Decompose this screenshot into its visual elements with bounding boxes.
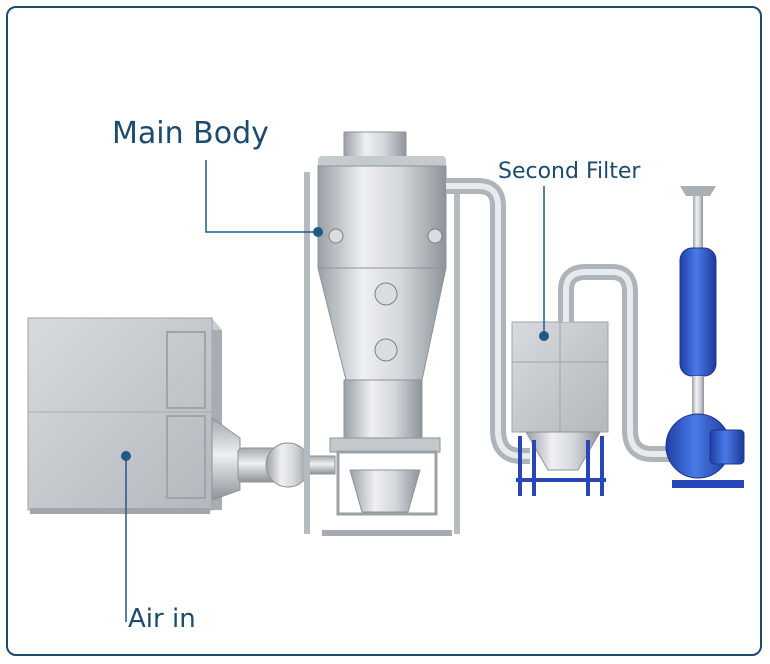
label-main-body: Main Body bbox=[112, 116, 269, 151]
label-second-filter: Second Filter bbox=[498, 159, 641, 184]
main-body-vessel bbox=[304, 131, 460, 536]
exhaust-pipe bbox=[446, 178, 530, 464]
inlet-duct bbox=[211, 417, 336, 501]
label-air-in: Air in bbox=[128, 604, 196, 634]
filter-to-fan-pipe bbox=[558, 264, 672, 462]
blower-fan bbox=[665, 186, 745, 488]
callout-lines bbox=[121, 160, 549, 622]
air-inlet-cabinet bbox=[27, 317, 222, 514]
second-filter-unit bbox=[511, 321, 609, 496]
